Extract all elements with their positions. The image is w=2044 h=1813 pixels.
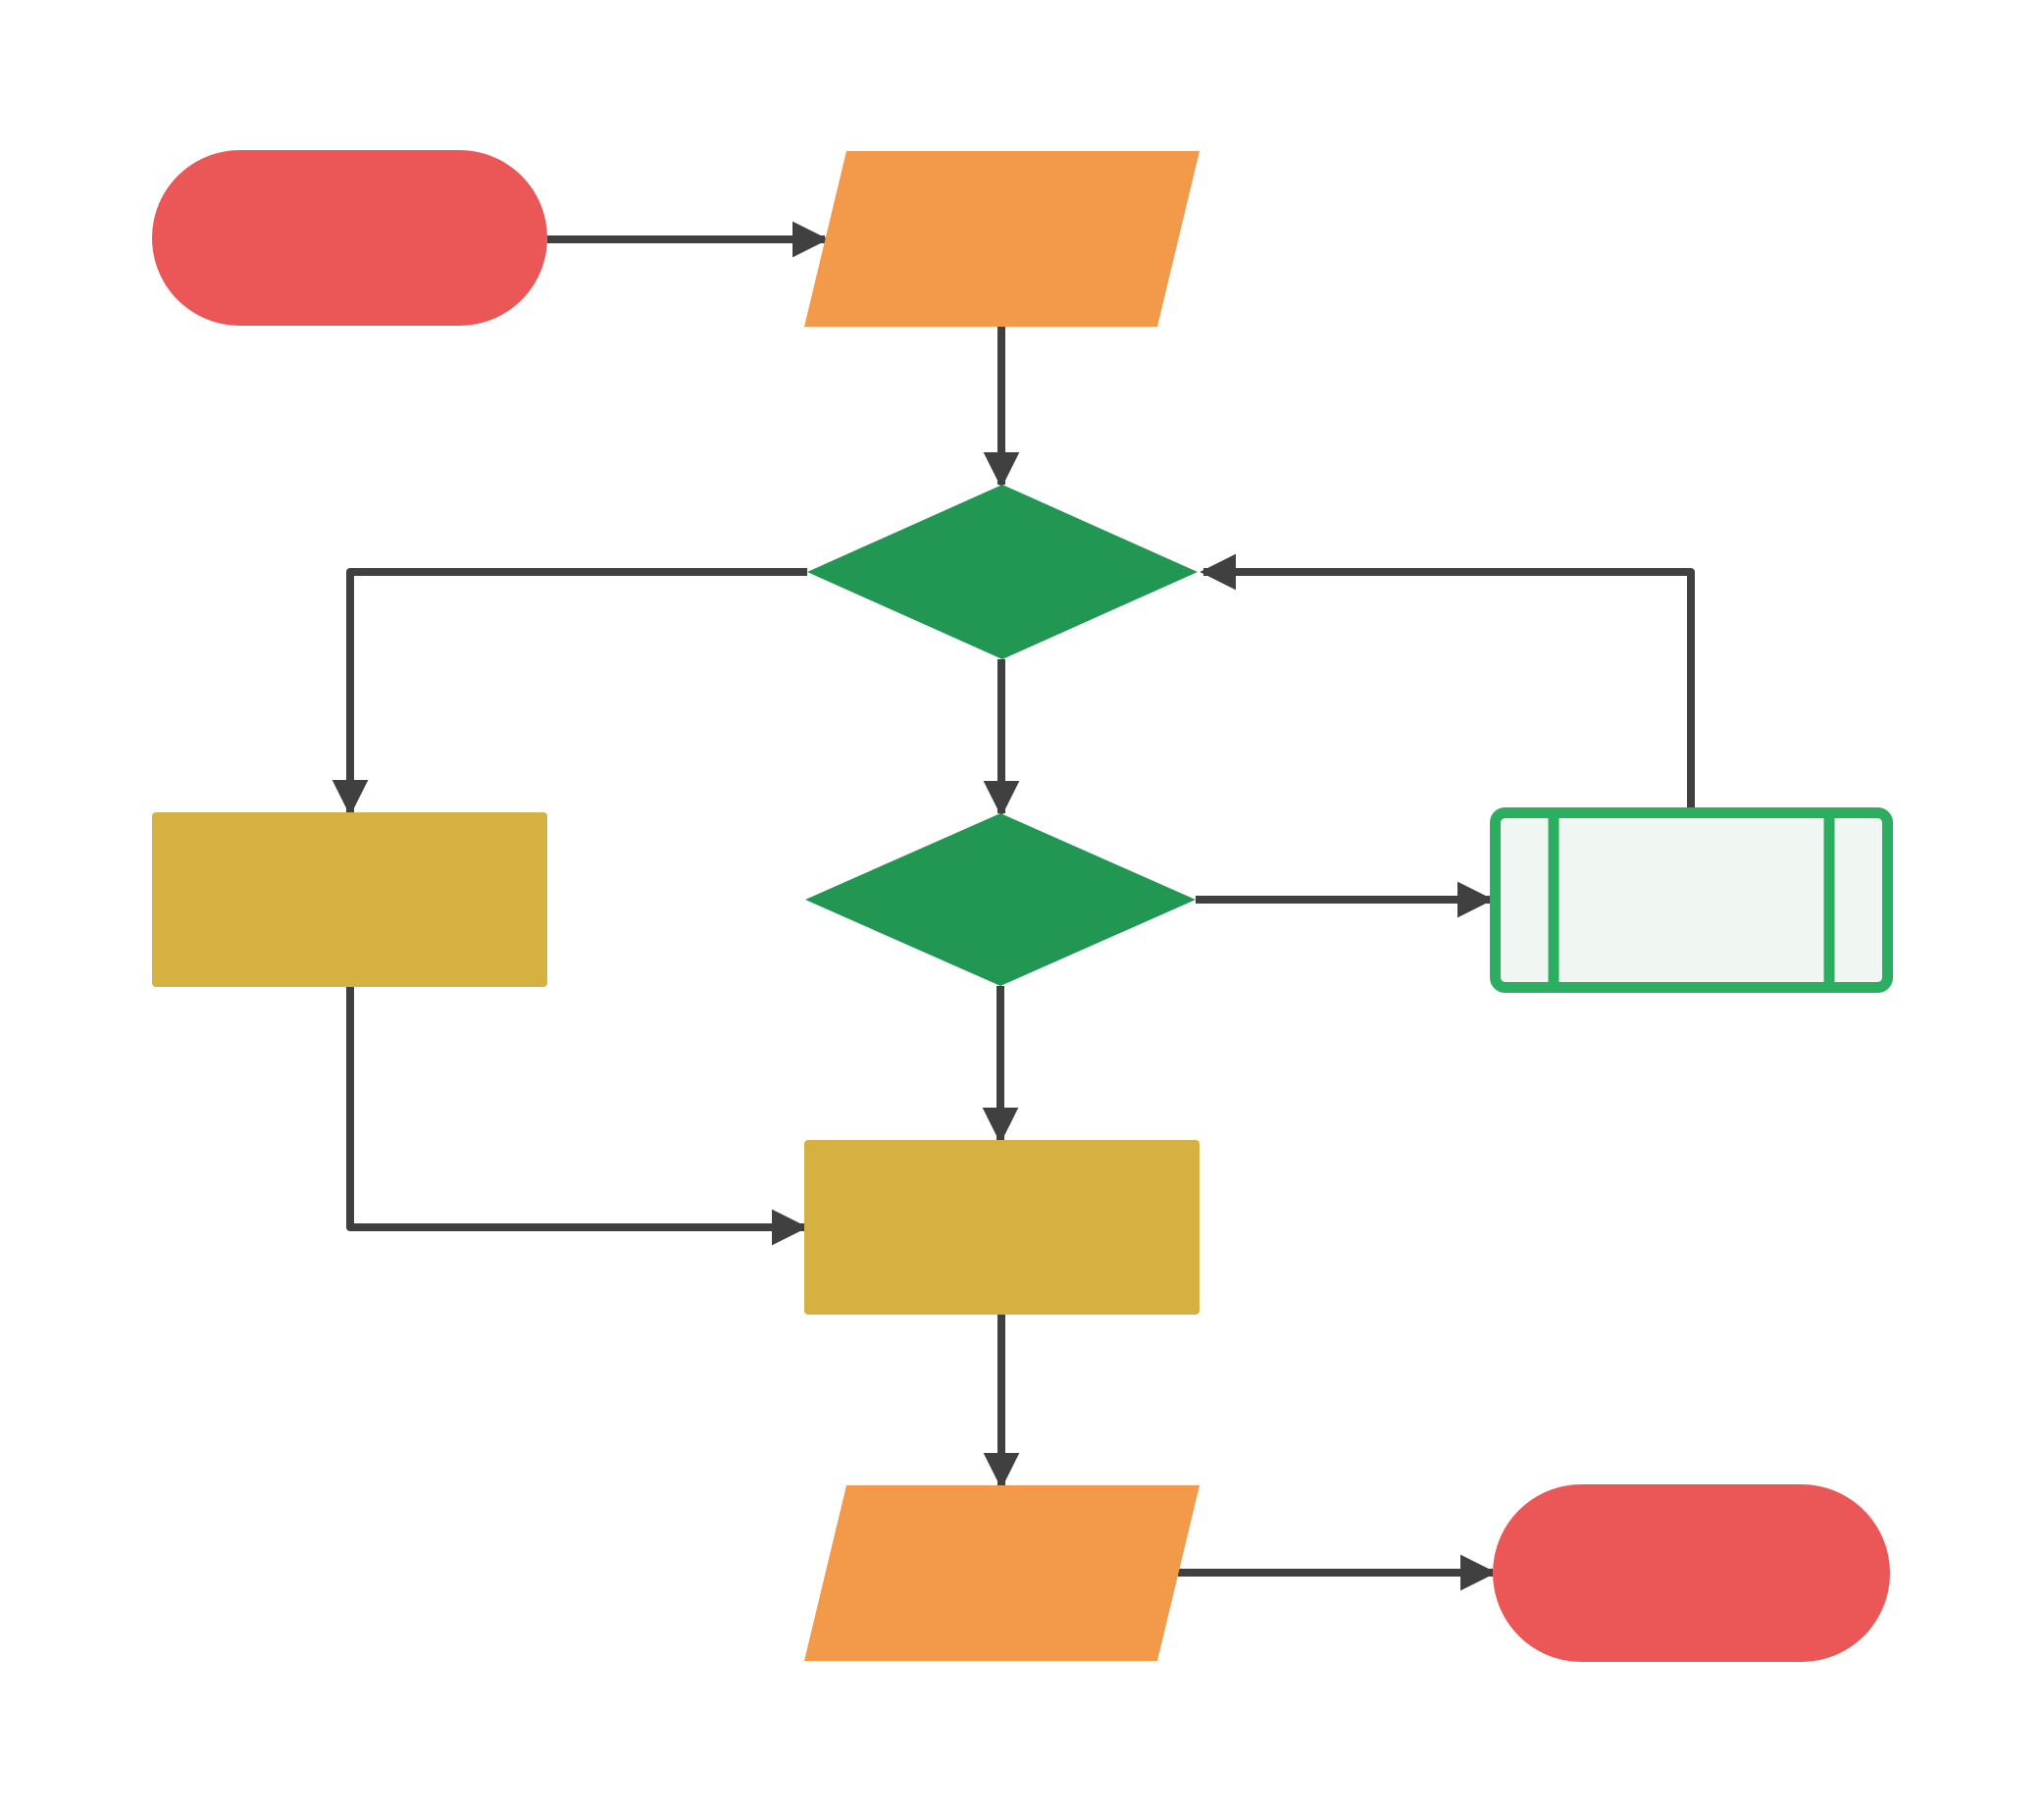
process-rectangle-center[interactable] <box>804 1140 1200 1315</box>
output-parallelogram-bottom[interactable] <box>804 1485 1200 1661</box>
end-terminator[interactable] <box>1493 1484 1890 1662</box>
input-parallelogram-top[interactable] <box>804 151 1200 327</box>
start-terminator[interactable] <box>152 150 547 326</box>
decision-diamond-upper[interactable] <box>807 485 1198 659</box>
connector-decision1-to-process-left[interactable] <box>332 568 807 816</box>
decision-diamond-lower[interactable] <box>805 813 1196 986</box>
connector-predefined-feedback-to-decision1[interactable] <box>1200 553 1695 807</box>
connector-process-left-to-process-center[interactable] <box>346 987 808 1246</box>
predefined-process-rectangle[interactable] <box>1490 807 1893 993</box>
process-rectangle-left[interactable] <box>152 812 547 987</box>
